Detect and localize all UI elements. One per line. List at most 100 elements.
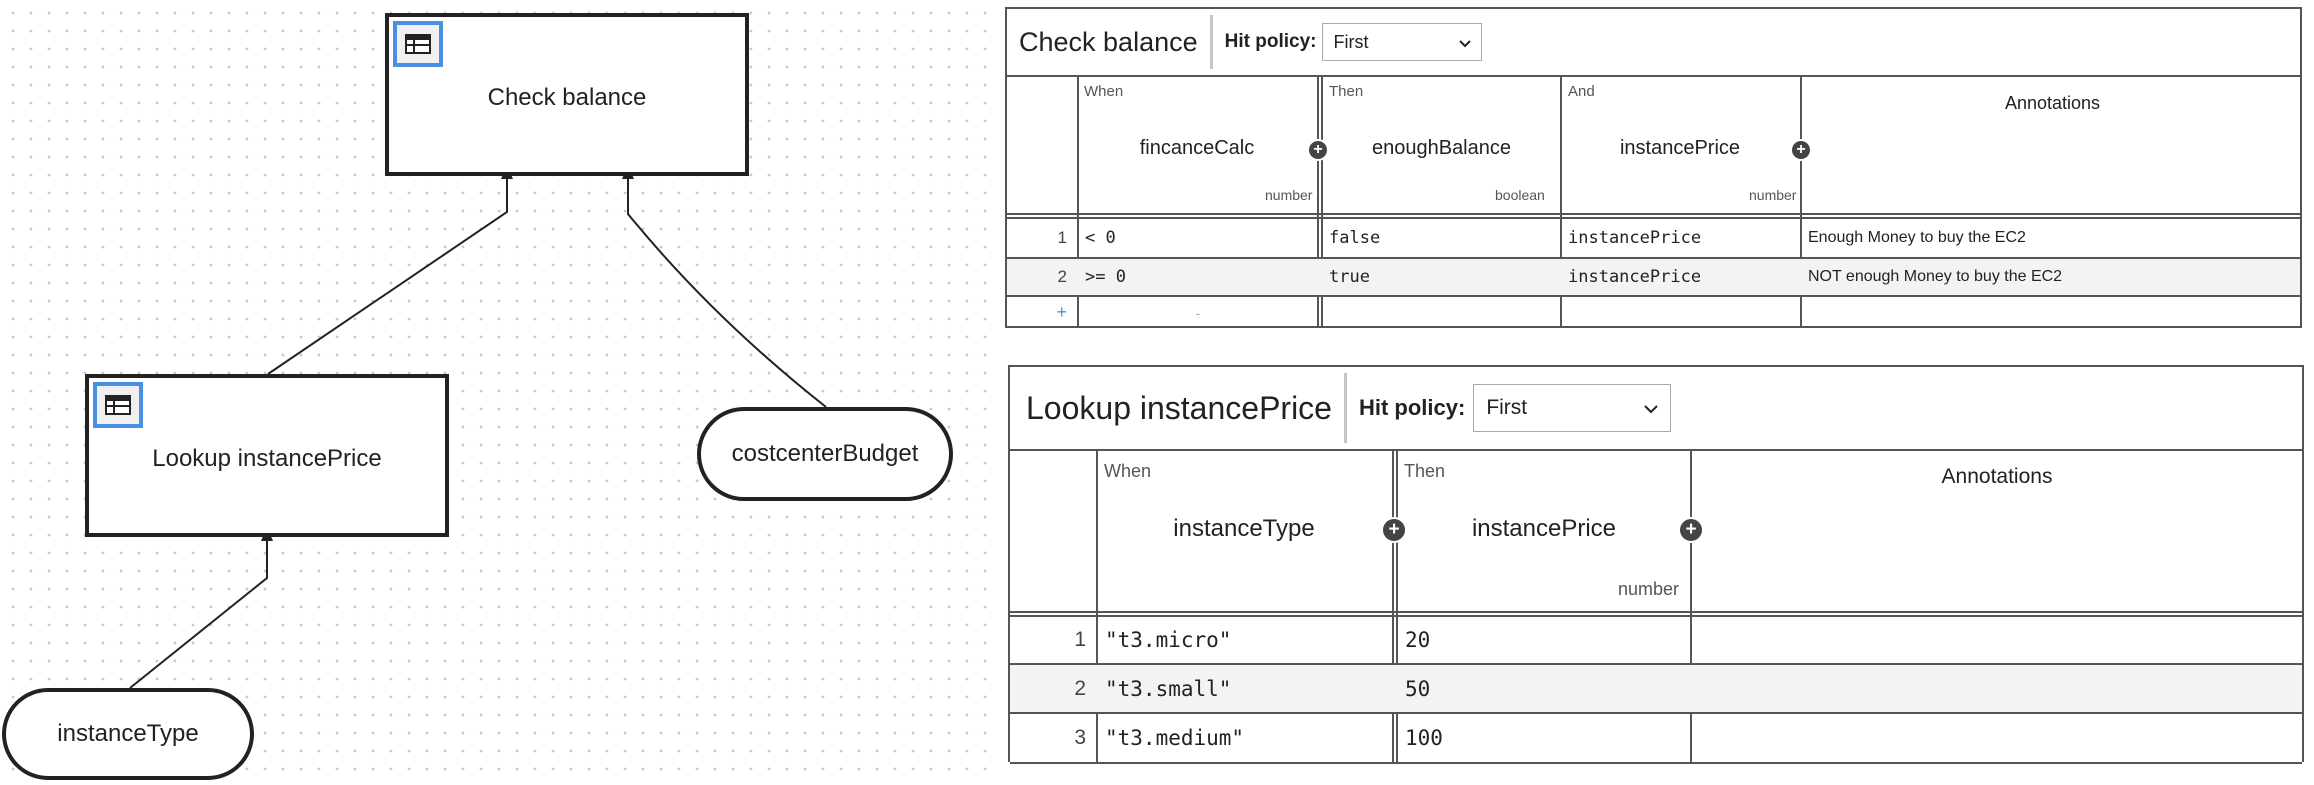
chevron-down-icon xyxy=(1644,396,1659,420)
input-data-label: costcenterBudget xyxy=(731,440,919,467)
divider xyxy=(1343,373,1347,443)
decision-table-lookup-instance-price: Lookup instancePrice Hit policy: First W… xyxy=(1008,365,2304,764)
decision-label: Lookup instancePrice xyxy=(152,444,382,472)
annotation-cell[interactable]: Enough Money to buy the EC2 xyxy=(1808,229,2026,246)
annotations-header[interactable]: Annotations xyxy=(1941,465,2053,488)
hit-policy-value: First xyxy=(1486,396,1528,419)
annotation-cell[interactable] xyxy=(1692,665,2304,712)
input-expression[interactable]: instanceType xyxy=(1173,515,1315,542)
table-body: When fincanceCalc number Then enoughBala… xyxy=(1007,77,2300,328)
output-entry-cell[interactable]: instancePrice xyxy=(1568,228,1702,248)
hit-policy-select[interactable]: First xyxy=(1473,384,1672,432)
column-divider xyxy=(1690,451,1692,764)
output-entry-cell[interactable]: 20 xyxy=(1405,628,1431,652)
input-entry-cell[interactable]: >= 0 xyxy=(1085,267,1126,287)
annotation-cell[interactable] xyxy=(1692,714,2304,762)
input-entry-cell[interactable]: < 0 xyxy=(1085,228,1116,248)
empty-cell-placeholder: - xyxy=(1195,304,1201,321)
hit-policy-label: Hit policy: xyxy=(1358,395,1466,420)
add-output-clause-button[interactable]: + xyxy=(1790,139,1812,161)
annotations-header[interactable]: Annotations xyxy=(2004,93,2101,113)
table-name[interactable]: Check balance xyxy=(1019,26,1198,57)
decision-check-balance[interactable]: Check balance xyxy=(385,13,749,176)
input-clause-label: When xyxy=(1104,461,1152,481)
output-clause-label: Then xyxy=(1329,83,1364,100)
column-divider xyxy=(1317,77,1319,328)
table-header: Check balance Hit policy: First xyxy=(1007,9,2300,77)
annotation-cell[interactable]: NOT enough Money to buy the EC2 xyxy=(1808,268,2063,285)
decision-lookup-instance-price[interactable]: Lookup instancePrice xyxy=(85,374,449,537)
row-number: 1 xyxy=(1074,628,1086,651)
header-separator xyxy=(1007,217,2300,219)
hit-policy-label: Hit policy: xyxy=(1224,31,1317,52)
input-entry-cell[interactable]: "t3.small" xyxy=(1105,676,1232,701)
column-divider xyxy=(1560,77,1562,328)
table-row[interactable]: 1 < 0 false instancePrice Enough Money t… xyxy=(1007,219,2300,257)
output-expression[interactable]: instancePrice xyxy=(1619,137,1741,159)
chevron-down-icon xyxy=(1459,32,1472,53)
input-clause-label: When xyxy=(1084,83,1124,100)
row-divider xyxy=(1010,762,2302,764)
input-type: number xyxy=(1265,187,1313,203)
annotation-cell[interactable] xyxy=(1692,617,2304,663)
table-row[interactable]: 1 "t3.micro" 20 xyxy=(1010,617,2302,663)
add-row-button[interactable]: + xyxy=(1056,302,1067,322)
header-separator xyxy=(1010,611,2302,613)
input-entry-cell[interactable]: "t3.medium" xyxy=(1105,726,1245,750)
column-divider xyxy=(1096,451,1098,764)
input-data-costcenter-budget[interactable]: costcenterBudget xyxy=(697,407,953,501)
requirement-lookup-to-check[interactable] xyxy=(267,165,513,375)
requirement-budget-to-check[interactable] xyxy=(622,165,827,408)
table-header: Lookup instancePrice Hit policy: First xyxy=(1010,367,2302,451)
add-output-clause-button[interactable]: + xyxy=(1678,517,1704,543)
divider xyxy=(1209,15,1213,69)
table-name[interactable]: Lookup instancePrice xyxy=(1026,389,1332,426)
table-icon[interactable] xyxy=(393,21,443,67)
decision-table-check-balance: Check balance Hit policy: First When fin… xyxy=(1005,7,2302,328)
hit-policy-select[interactable]: First xyxy=(1322,23,1483,61)
row-divider xyxy=(1010,663,2302,665)
row-number: 1 xyxy=(1057,228,1067,247)
input-expression[interactable]: fincanceCalc xyxy=(1139,137,1255,159)
input-data-label: instanceType xyxy=(57,720,199,747)
hit-policy-value: First xyxy=(1333,31,1369,52)
input-data-instance-type[interactable]: instanceType xyxy=(2,688,254,780)
output-type: boolean xyxy=(1495,187,1545,203)
requirement-type-to-lookup[interactable] xyxy=(129,527,273,689)
table-row[interactable]: 3 "t3.medium" 100 xyxy=(1010,714,2302,762)
row-divider xyxy=(1007,257,2300,259)
add-input-clause-button[interactable]: + xyxy=(1381,517,1407,543)
row-number: 2 xyxy=(1057,267,1067,286)
column-divider xyxy=(1800,77,1802,328)
add-row[interactable]: + - xyxy=(1007,297,2300,328)
input-entry-cell[interactable]: "t3.micro" xyxy=(1105,628,1232,652)
column-divider xyxy=(1392,451,1394,764)
column-divider xyxy=(1077,77,1079,328)
decision-label: Check balance xyxy=(487,83,647,111)
header-separator xyxy=(1010,615,2302,617)
row-number: 3 xyxy=(1074,726,1086,749)
header-separator xyxy=(1007,213,2300,215)
column-divider xyxy=(1396,451,1398,764)
output-type: number xyxy=(1618,579,1680,599)
output-entry-cell[interactable]: instancePrice xyxy=(1568,267,1702,287)
row-divider xyxy=(1007,295,2300,297)
row-number: 2 xyxy=(1074,676,1086,700)
table-icon[interactable] xyxy=(93,382,143,428)
table-body: When instanceType Then instancePrice num… xyxy=(1010,451,2302,764)
row-divider xyxy=(1010,712,2302,714)
output-entry-cell[interactable]: 50 xyxy=(1405,676,1431,701)
output-clause-label: Then xyxy=(1404,461,1446,481)
output-entry-cell[interactable]: false xyxy=(1329,228,1381,248)
output-entry-cell[interactable]: true xyxy=(1329,267,1370,287)
output-type: number xyxy=(1749,187,1797,203)
output-clause-label: And xyxy=(1568,83,1595,100)
output-expression[interactable]: enoughBalance xyxy=(1371,137,1511,159)
add-input-clause-button[interactable]: + xyxy=(1307,139,1329,161)
table-row[interactable]: 2 "t3.small" 50 xyxy=(1010,665,2302,712)
output-entry-cell[interactable]: 100 xyxy=(1405,726,1443,750)
output-expression[interactable]: instancePrice xyxy=(1471,515,1617,542)
column-divider xyxy=(1321,77,1323,328)
drd-connections xyxy=(129,165,827,689)
table-row[interactable]: 2 >= 0 true instancePrice NOT enough Mon… xyxy=(1007,259,2300,295)
